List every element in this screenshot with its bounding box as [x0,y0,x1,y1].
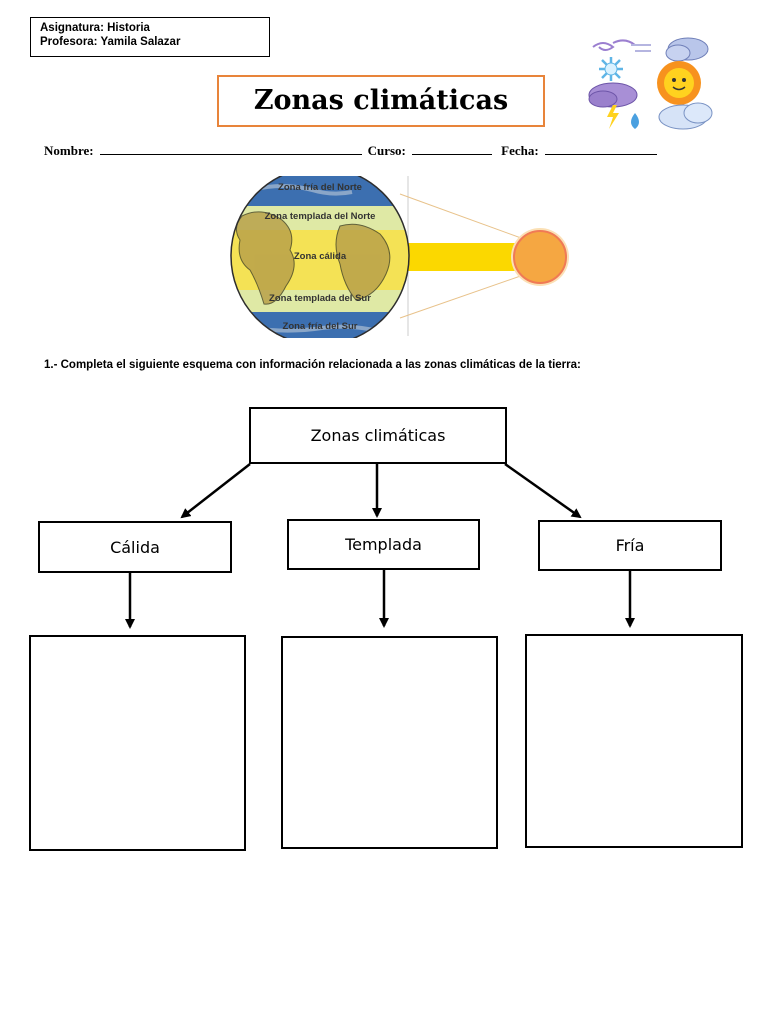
subject-label: Asignatura: Historia [40,22,150,34]
answer-box-templada[interactable] [281,636,498,849]
question-text: 1.- Completa el siguiente esquema con in… [44,359,581,371]
page-title: Zonas climáticas [217,75,545,127]
name-field-label: Nombre: [44,143,94,158]
diagram-root-box: Zonas climáticas [249,407,507,464]
diagram-node-templada: Templada [287,519,480,570]
course-field-line[interactable] [411,144,492,155]
date-field-label: Fecha: [501,143,539,158]
zone-label-cold-north: Zona fría del Norte [278,182,362,193]
arrow-root-to-fria [504,462,582,519]
student-fields: Nombre: Curso: Fecha: [44,143,663,159]
header-info-box: Asignatura: Historia Profesora: Yamila S… [30,17,270,57]
course-field-label: Curso: [367,143,406,158]
arrow-root-to-calida [180,463,251,519]
name-field-line[interactable] [99,144,362,155]
diagram-node-calida: Cálida [38,521,232,573]
diagram-node-fria-label: Fría [615,536,645,555]
diagram-node-templada-label: Templada [345,535,422,554]
diagram-node-calida-label: Cálida [110,537,160,557]
zone-label-cold-south: Zona fría del Sur [283,321,358,332]
zone-label-temperate-north: Zona templada del Norte [265,211,376,222]
diagram-root-label: Zonas climáticas [310,426,446,445]
weather-clipart-icon [588,37,713,130]
diagram-node-fria: Fría [538,520,722,571]
date-field-line[interactable] [544,144,657,155]
teacher-label: Profesora: Yamila Salazar [40,36,181,48]
answer-box-fria[interactable] [525,634,743,848]
climate-zones-globe-illustration: Zona fría del Norte Zona templada del No… [230,176,569,338]
zone-label-temperate-south: Zona templada del Sur [269,293,371,304]
answer-box-calida[interactable] [29,635,246,851]
zone-label-warm: Zona cálida [294,251,347,262]
